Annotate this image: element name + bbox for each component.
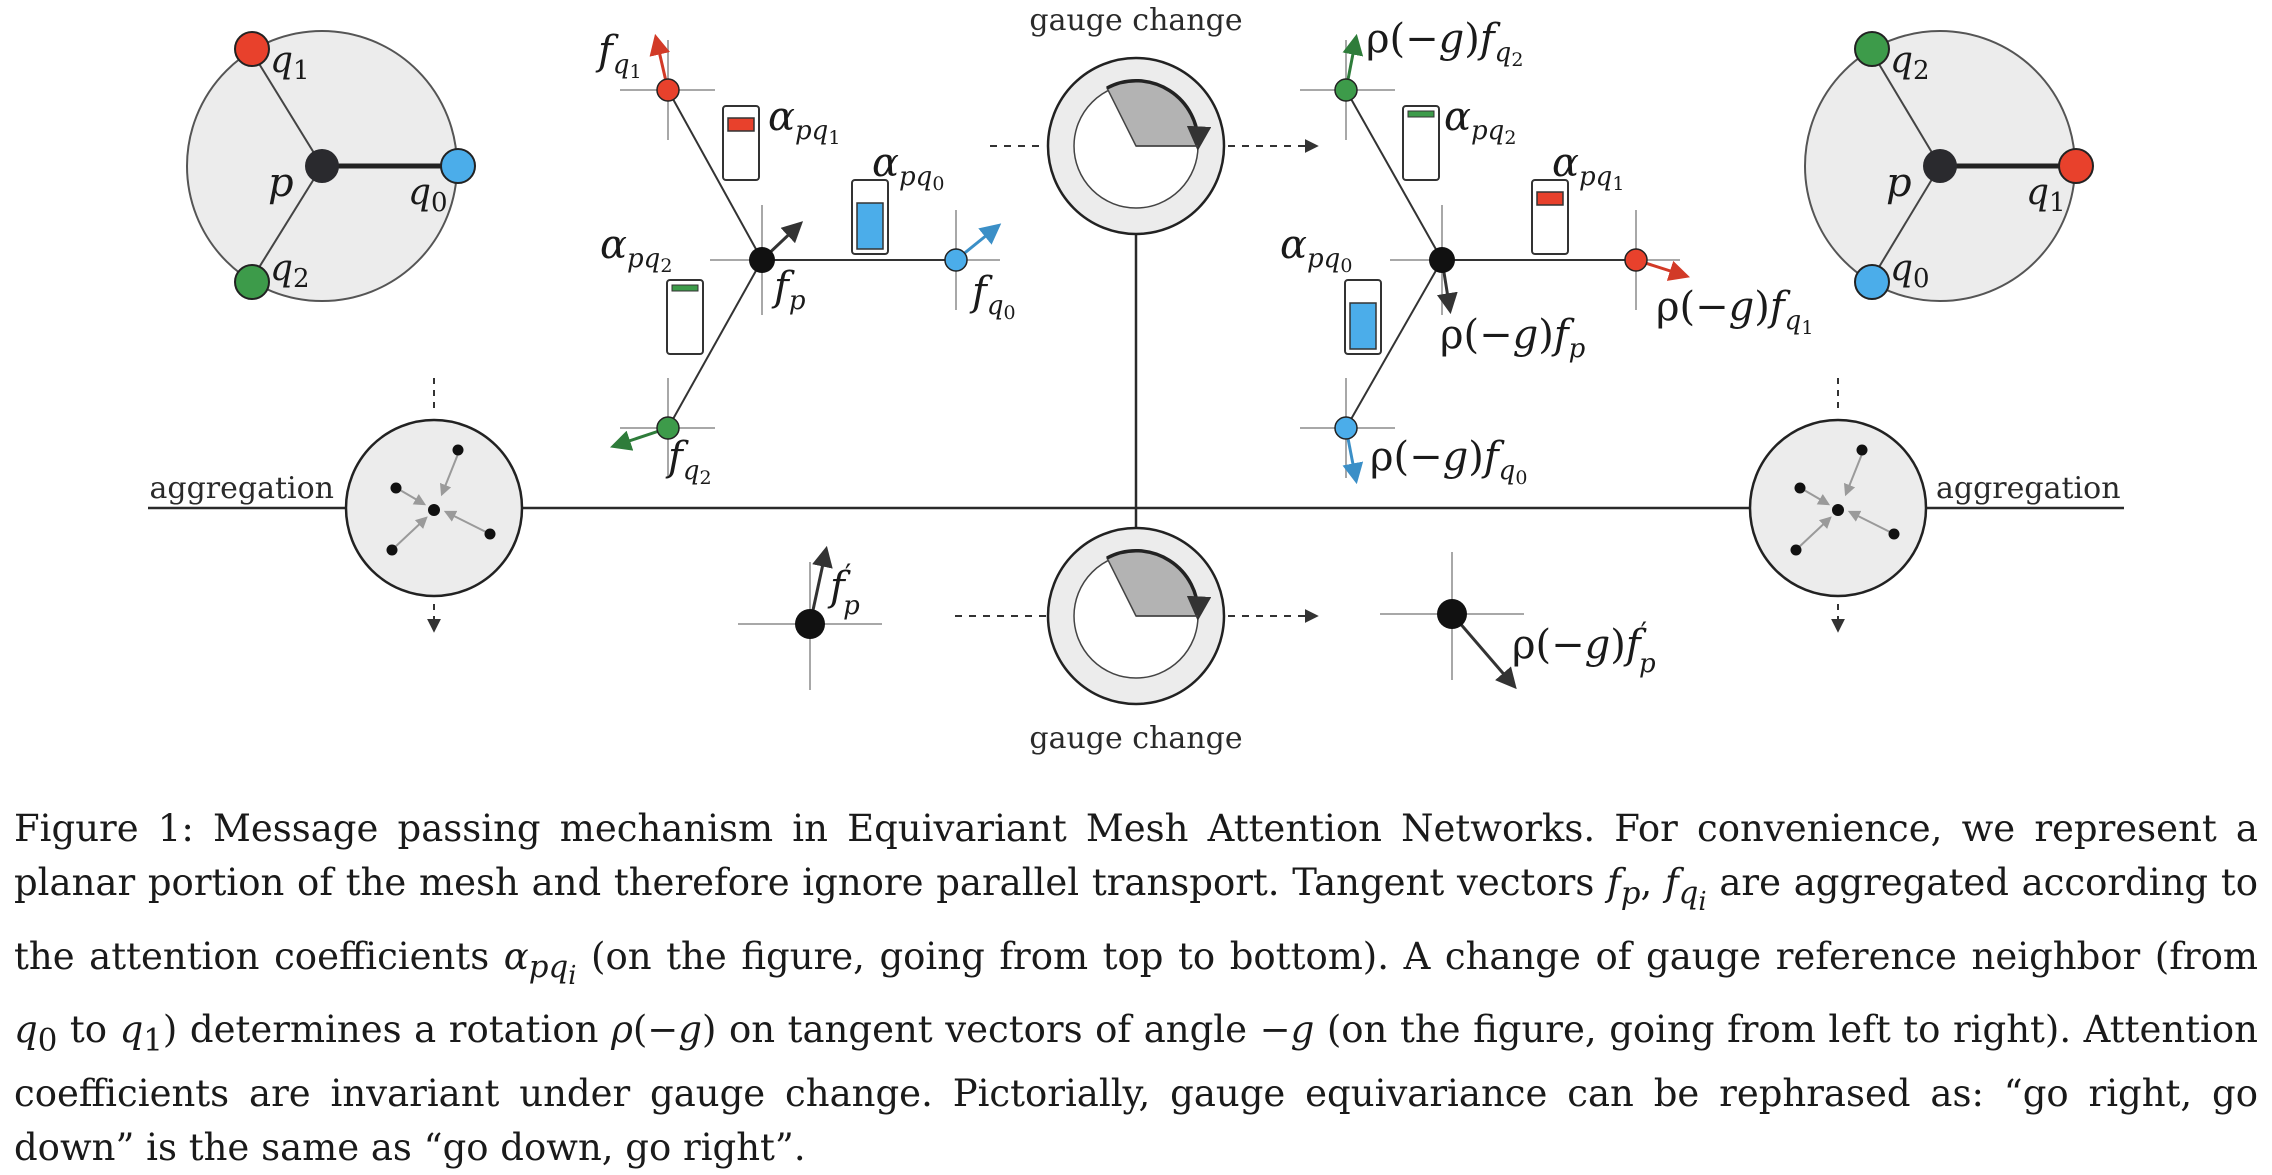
node-q1	[2058, 148, 2094, 184]
svg-text:αpq2: αpq2	[600, 222, 672, 277]
caption-text: Message passing mechanism in Equivariant…	[14, 807, 2258, 1170]
svg-text:αpq2: αpq2	[1444, 94, 1516, 149]
gauge-rotation-dial-icon: gauge change	[955, 526, 1319, 756]
svg-text:fq2: fq2	[665, 434, 712, 489]
svg-text:ρ(−g)f′p: ρ(−g)f′p	[1512, 616, 1656, 679]
svg-text:p: p	[1886, 160, 1912, 206]
svg-text:fq0: fq0	[969, 269, 1016, 324]
aggregation-label-right: aggregation	[1936, 471, 2121, 506]
svg-text:f′p: f′p	[827, 558, 860, 621]
node-q2	[234, 264, 270, 300]
node-p	[1923, 149, 1957, 183]
equivariant-attention-figure: q1 q2 q0 p q2 q0 q1 p	[148, 3, 2124, 756]
tangent-frame-right: ρ(−g)fq2 αpq2 αpq1 αpq0 ρ(−g)fp ρ(−g)fq1…	[1280, 16, 1813, 489]
gauge-change-label-top: gauge change	[1029, 3, 1242, 38]
svg-text:p: p	[268, 160, 294, 206]
attention-bar-pq1	[1531, 179, 1569, 255]
node-q1	[234, 31, 270, 67]
gauge-change-label-bottom: gauge change	[1029, 721, 1242, 756]
aggregated-feature-right: ρ(−g)f′p	[1380, 552, 1656, 690]
gauge-rotation-dial-icon: gauge change	[990, 3, 1319, 236]
mesh-neighborhood-icon: q2 q0 q1 p	[1804, 30, 2094, 302]
attention-bar-pq2	[666, 279, 704, 355]
attention-bar-pq2	[1402, 105, 1440, 181]
svg-text:ρ(−g)fq1: ρ(−g)fq1	[1656, 284, 1813, 339]
aggregated-feature-left: f′p	[738, 545, 882, 690]
node-q2	[1854, 31, 1890, 67]
svg-text:ρ(−g)fq0: ρ(−g)fq0	[1370, 434, 1527, 489]
aggregation-disk-icon: aggregation	[149, 378, 524, 633]
attention-bar-pq0	[851, 179, 889, 255]
mesh-neighborhood-icon: q1 q2 q0 p	[186, 30, 476, 302]
node-p	[305, 149, 339, 183]
figure-caption: Figure 1: Message passing mechanism in E…	[14, 802, 2258, 1175]
attention-bar-pq1	[722, 105, 760, 181]
svg-text:ρ(−g)fq2: ρ(−g)fq2	[1366, 16, 1523, 71]
caption-prefix: Figure 1:	[14, 807, 194, 850]
svg-text:fq1: fq1	[595, 28, 642, 83]
svg-text:fp: fp	[771, 264, 806, 316]
svg-text:ρ(−g)fp: ρ(−g)fp	[1440, 312, 1586, 364]
tangent-vector-arrow-icon	[1450, 613, 1517, 690]
node-q0	[440, 148, 476, 184]
aggregation-label-left: aggregation	[149, 471, 334, 506]
tangent-frame-left: fq1 αpq1 αpq0 αpq2 fp fq0 fq2	[595, 28, 1016, 489]
attention-bar-pq0	[1344, 279, 1382, 355]
aggregation-disk-icon: aggregation	[1748, 378, 2121, 633]
svg-text:αpq0: αpq0	[1280, 222, 1352, 277]
svg-text:q1: q1	[2026, 172, 2066, 218]
diagram-connector-lines	[148, 218, 2124, 530]
svg-text:αpq1: αpq1	[768, 94, 840, 149]
node-q0	[1854, 264, 1890, 300]
